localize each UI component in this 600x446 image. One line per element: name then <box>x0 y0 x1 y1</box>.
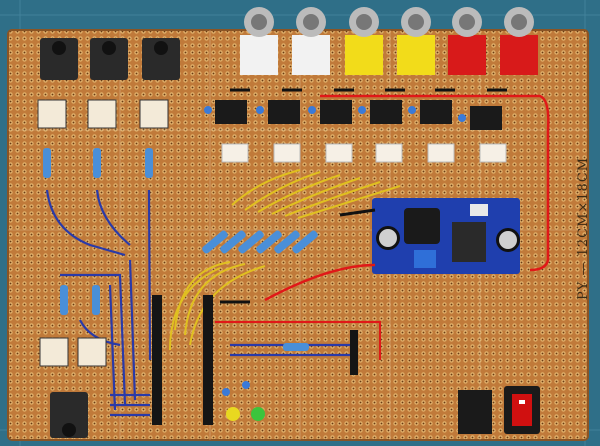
led-bars <box>221 143 507 163</box>
optocouplers-bottom <box>39 337 107 367</box>
red-wire-main <box>320 94 550 272</box>
resistors-diagonal <box>202 230 318 254</box>
red-wire-module <box>264 263 376 302</box>
audio-jacks <box>40 38 180 80</box>
regulators <box>204 100 502 130</box>
black-wire <box>339 208 376 217</box>
rca-sockets <box>240 7 538 75</box>
dc-power-jack <box>458 390 492 434</box>
board-silkscreen-label: PY — 12CM×18CM <box>548 150 591 300</box>
pin-header-left <box>152 295 162 425</box>
audio-jack-bottom <box>50 392 88 438</box>
optocouplers-top <box>37 99 169 129</box>
board-size-text: PY — 12CM×18CM <box>576 156 591 300</box>
pin-header-small <box>350 330 358 375</box>
pin-header-right <box>203 295 213 425</box>
resistors-left <box>43 148 153 315</box>
led-yellow <box>226 407 240 421</box>
buck-converter-module <box>372 198 520 274</box>
resistor-middle <box>283 343 309 351</box>
yellow-wires <box>169 169 401 351</box>
red-wire-small <box>215 321 381 360</box>
led-green <box>251 407 265 421</box>
